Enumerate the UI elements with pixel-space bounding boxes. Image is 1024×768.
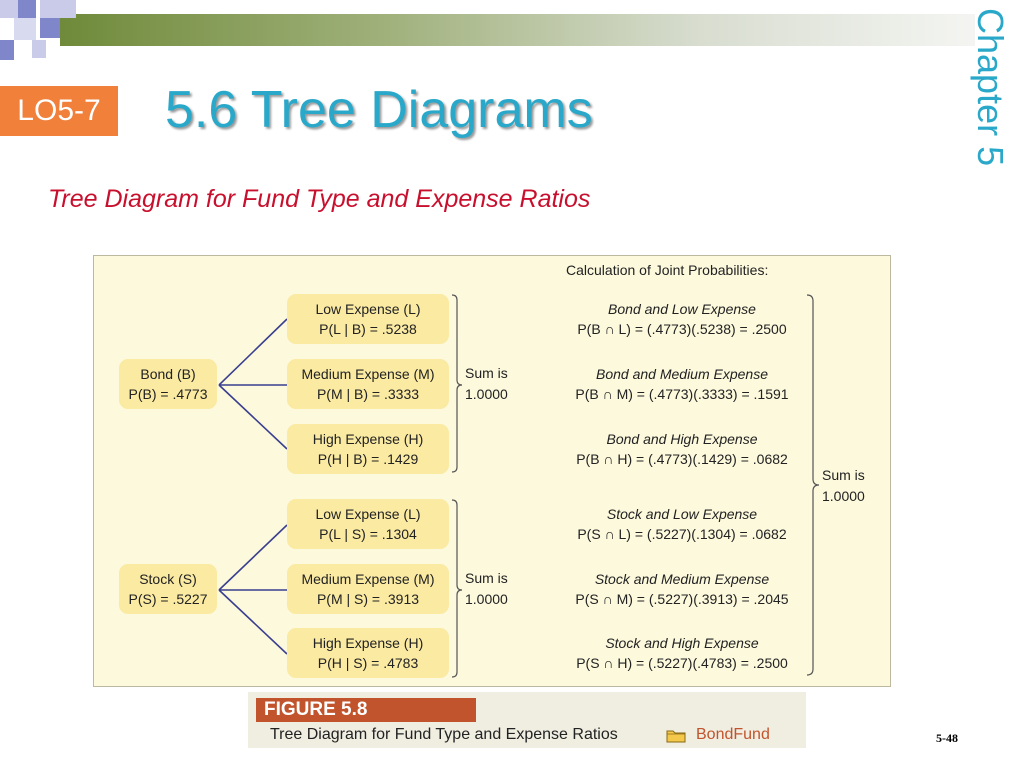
slide-subtitle: Tree Diagram for Fund Type and Expense R… bbox=[48, 185, 591, 213]
branch-line bbox=[218, 589, 288, 655]
sum-brace bbox=[451, 499, 463, 678]
joint-calculation: P(S ∩ L) = (.5227)(.1304) = .0682 bbox=[577, 526, 787, 542]
branch-line bbox=[218, 524, 288, 591]
decorative-square bbox=[0, 0, 18, 18]
leaf-node-stock-medium: Medium Expense (M) P(M | S) = .3913 bbox=[287, 564, 449, 614]
node-label: Medium Expense (M) bbox=[301, 571, 435, 587]
node-label: Low Expense (L) bbox=[315, 506, 421, 522]
joint-probability-bond-medium: Bond and Medium Expense P(B ∩ M) = (.477… bbox=[542, 364, 822, 404]
sum-brace bbox=[451, 294, 463, 473]
joint-probability-bond-low: Bond and Low Expense P(B ∩ L) = (.4773)(… bbox=[542, 299, 822, 339]
folder-icon bbox=[666, 730, 686, 743]
figure-caption-box: FIGURE 5.8 Tree Diagram for Fund Type an… bbox=[248, 692, 806, 748]
leaf-node-bond-high: High Expense (H) P(H | B) = .1429 bbox=[287, 424, 449, 474]
page-number: 5-48 bbox=[936, 731, 958, 745]
decorative-square bbox=[40, 0, 58, 18]
joint-probability-bond-high: Bond and High Expense P(B ∩ H) = (.4773)… bbox=[542, 429, 822, 469]
node-probability: P(S) = .5227 bbox=[128, 591, 208, 607]
sum-label: Sum is bbox=[465, 365, 508, 381]
chapter-label: Chapter 5 bbox=[970, 8, 1011, 167]
root-node-stock: Stock (S) P(S) = .5227 bbox=[119, 564, 217, 614]
joint-title: Stock and Medium Expense bbox=[594, 571, 770, 587]
node-label: Low Expense (L) bbox=[315, 301, 421, 317]
node-probability: P(H | S) = .4783 bbox=[317, 655, 419, 671]
decorative-square bbox=[58, 0, 76, 18]
joint-calculation: P(B ∩ M) = (.4773)(.3333) = .1591 bbox=[575, 386, 789, 402]
node-label: Bond (B) bbox=[140, 366, 196, 382]
learning-objective-badge: LO5-7 bbox=[0, 86, 118, 136]
decorative-square bbox=[0, 40, 14, 60]
total-sum: Sum is 1.0000 bbox=[822, 465, 865, 507]
sum-label: Sum is bbox=[822, 467, 865, 483]
leaf-node-stock-low: Low Expense (L) P(L | S) = .1304 bbox=[287, 499, 449, 549]
joint-title: Bond and High Expense bbox=[606, 431, 758, 447]
leaf-node-bond-low: Low Expense (L) P(L | B) = .5238 bbox=[287, 294, 449, 344]
figure-caption: Tree Diagram for Fund Type and Expense R… bbox=[270, 726, 618, 743]
branch-line bbox=[218, 318, 288, 386]
sum-value: 1.0000 bbox=[822, 488, 865, 504]
joint-probability-stock-medium: Stock and Medium Expense P(S ∩ M) = (.52… bbox=[542, 569, 822, 609]
node-label: High Expense (H) bbox=[312, 431, 424, 447]
node-label: Stock (S) bbox=[139, 571, 197, 587]
joint-probabilities-heading: Calculation of Joint Probabilities: bbox=[566, 262, 769, 278]
sum-label: Sum is bbox=[465, 570, 508, 586]
decorative-square bbox=[14, 18, 36, 40]
node-probability: P(B) = .4773 bbox=[128, 386, 208, 402]
header-gradient-bar bbox=[60, 14, 975, 46]
sum-value: 1.0000 bbox=[465, 386, 508, 402]
data-file-link[interactable]: BondFund bbox=[696, 726, 770, 743]
node-probability: P(L | B) = .5238 bbox=[319, 321, 417, 337]
joint-calculation: P(S ∩ H) = (.5227)(.4783) = .2500 bbox=[576, 655, 788, 671]
joint-calculation: P(B ∩ L) = (.4773)(.5238) = .2500 bbox=[577, 321, 787, 337]
root-node-bond: Bond (B) P(B) = .4773 bbox=[119, 359, 217, 409]
decorative-square bbox=[18, 0, 36, 18]
decorative-square bbox=[40, 18, 60, 38]
node-label: Medium Expense (M) bbox=[301, 366, 435, 382]
tree-connectors bbox=[218, 294, 820, 678]
sum-value: 1.0000 bbox=[465, 591, 508, 607]
node-probability: P(L | S) = .1304 bbox=[319, 526, 417, 542]
joint-probability-stock-high: Stock and High Expense P(S ∩ H) = (.5227… bbox=[542, 633, 822, 673]
tree-diagram-panel: Calculation of Joint Probabilities: Bond… bbox=[93, 255, 891, 687]
joint-calculation: P(B ∩ H) = (.4773)(.1429) = .0682 bbox=[576, 451, 788, 467]
leaf-node-bond-medium: Medium Expense (M) P(M | B) = .3333 bbox=[287, 359, 449, 409]
page-title: 5.6 Tree Diagrams bbox=[165, 81, 593, 139]
node-probability: P(M | S) = .3913 bbox=[316, 591, 420, 607]
joint-title: Stock and High Expense bbox=[605, 635, 759, 651]
joint-title: Bond and Medium Expense bbox=[596, 366, 768, 382]
leaf-node-stock-high: High Expense (H) P(H | S) = .4783 bbox=[287, 628, 449, 678]
joint-title: Stock and Low Expense bbox=[606, 506, 758, 522]
branch-sum-bond: Sum is 1.0000 bbox=[465, 363, 508, 405]
branch-line bbox=[218, 384, 288, 450]
figure-label: FIGURE 5.8 bbox=[256, 698, 476, 722]
node-probability: P(M | B) = .3333 bbox=[316, 386, 420, 402]
decorative-square bbox=[32, 40, 46, 58]
joint-calculation: P(S ∩ M) = (.5227)(.3913) = .2045 bbox=[575, 591, 789, 607]
joint-probability-stock-low: Stock and Low Expense P(S ∩ L) = (.5227)… bbox=[542, 504, 822, 544]
joint-title: Bond and Low Expense bbox=[608, 301, 756, 317]
node-label: High Expense (H) bbox=[312, 635, 424, 651]
node-probability: P(H | B) = .1429 bbox=[317, 451, 419, 467]
total-sum-brace bbox=[806, 294, 820, 676]
branch-sum-stock: Sum is 1.0000 bbox=[465, 568, 508, 610]
